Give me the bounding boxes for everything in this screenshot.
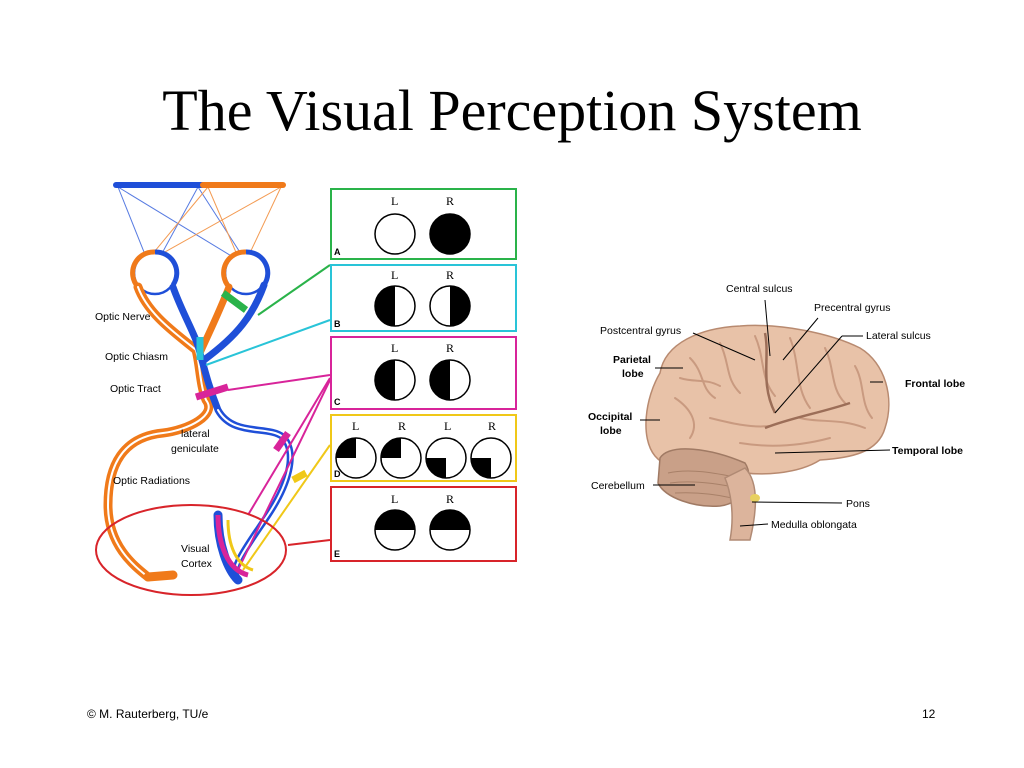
panel-b-label-l: L	[391, 268, 398, 282]
panel-e-label-r: R	[446, 492, 454, 506]
panel-b-label-r: R	[446, 268, 454, 282]
panel-d-label-r2: R	[488, 419, 496, 433]
lesion-marker-d2	[291, 469, 308, 484]
panel-c-letter: C	[334, 397, 341, 407]
panel-e-letter: E	[334, 549, 340, 559]
label-occipital: Occipital	[588, 411, 632, 423]
lesion-marker-a	[220, 290, 249, 313]
label-cerebellum: Cerebellum	[591, 480, 645, 492]
label-lateral: lateral	[181, 428, 210, 440]
visual-pathway-diagram: Optic Nerve Optic Chiasm Optic Tract lat…	[95, 182, 517, 596]
label-parietal: Parietal	[613, 354, 651, 366]
label-occipital-lobe: lobe	[600, 425, 622, 437]
brain-leader-lines	[640, 299, 891, 527]
label-parietal-lobe: lobe	[622, 368, 644, 380]
panel-a-letter: A	[334, 247, 341, 257]
slide-title: The Visual Perception System	[162, 78, 862, 143]
panel-d-letter: D	[334, 469, 341, 479]
lesion-marker-c	[194, 383, 230, 401]
footer-copyright: © M. Rauterberg, TU/e	[87, 707, 209, 721]
panel-a: A L R	[330, 188, 517, 260]
panel-d-label-l1: L	[352, 419, 359, 433]
label-medulla: Medulla oblongata	[771, 519, 857, 531]
brain-lobes-diagram: Central sulcus Precentral gyrus Postcent…	[588, 283, 965, 541]
label-central-sulcus: Central sulcus	[726, 283, 793, 295]
page-number: 12	[922, 707, 936, 721]
label-geniculate: geniculate	[171, 443, 219, 455]
label-optic-nerve: Optic Nerve	[95, 311, 151, 323]
gyri-pattern	[674, 335, 873, 447]
panel-a-left-field	[374, 213, 416, 255]
label-temporal-lobe: Temporal lobe	[892, 445, 963, 457]
label-visual: Visual	[181, 543, 209, 555]
label-cortex: Cortex	[181, 558, 213, 570]
field-projection-lines	[117, 186, 282, 258]
panel-c-label-l: L	[391, 341, 398, 355]
pons-highlight	[750, 494, 760, 502]
visual-cortex-ellipse	[95, 504, 287, 596]
label-frontal-lobe: Frontal lobe	[905, 378, 965, 390]
brainstem-shape	[724, 467, 757, 541]
panel-c: C L R	[330, 336, 517, 410]
panel-connector-lines	[205, 264, 331, 571]
panel-a-label-r: R	[446, 194, 454, 208]
panel-d: D L R L R	[330, 414, 517, 482]
label-lateral-sulcus: Lateral sulcus	[866, 330, 931, 342]
label-postcentral-gyrus: Postcentral gyrus	[600, 325, 681, 337]
panel-a-label-l: L	[391, 194, 398, 208]
label-optic-tract: Optic Tract	[110, 383, 161, 395]
panel-d-label-l2: L	[444, 419, 451, 433]
panel-e-label-l: L	[391, 492, 398, 506]
label-pons: Pons	[846, 498, 870, 510]
label-optic-radiations: Optic Radiations	[113, 475, 190, 487]
panel-b: B L R	[330, 264, 517, 332]
panel-e: E L R	[330, 486, 517, 562]
label-optic-chiasm: Optic Chiasm	[105, 351, 168, 363]
lesion-marker-d	[273, 430, 291, 453]
label-precentral-gyrus: Precentral gyrus	[814, 302, 890, 314]
panel-a-right-field	[429, 213, 471, 255]
panel-c-label-r: R	[446, 341, 454, 355]
panel-b-letter: B	[334, 319, 341, 329]
panel-d-label-r1: R	[398, 419, 406, 433]
